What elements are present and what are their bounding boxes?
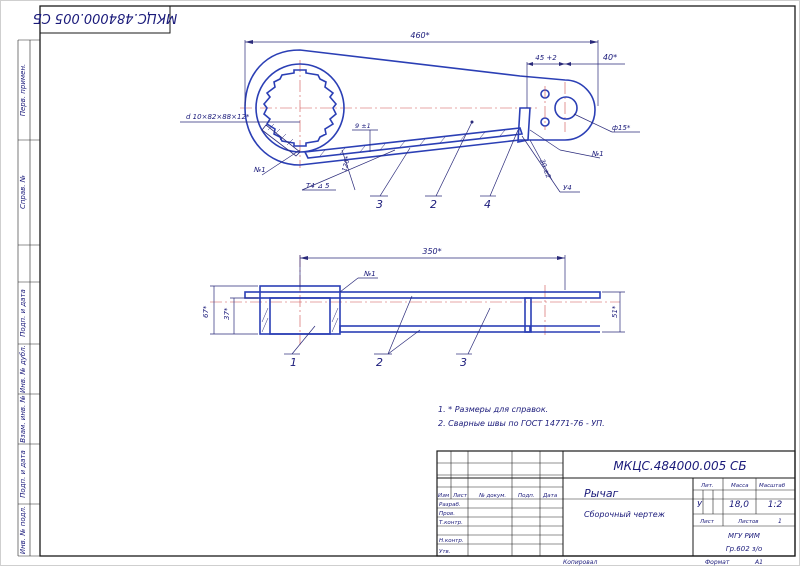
dim-9-text: 9 ±1 <box>355 122 371 130</box>
col-sign: Подп. <box>518 493 535 499</box>
dim-hole-text: ф15* <box>612 124 631 132</box>
dim-spline-text: d 10×82×88×12* <box>186 113 250 121</box>
callout-front-3: 3 <box>460 356 467 369</box>
dim-37-text: 37* <box>223 307 231 320</box>
lever-body-outline <box>244 49 596 166</box>
col-list: Лист <box>452 493 468 499</box>
note-1: 1. * Размеры для справок. <box>438 405 548 414</box>
hub-section-hatching <box>261 123 301 157</box>
title-doc-type: Сборочный чертеж <box>584 510 666 519</box>
lit-label: Лит. <box>700 483 714 489</box>
spline-bore <box>262 69 338 147</box>
callout-front-2: 2 <box>376 356 383 369</box>
footer-format-value: А1 <box>754 559 763 566</box>
strip-repl-inv: Взам. инв. № <box>19 395 27 443</box>
drawing-frame <box>39 5 796 557</box>
top-view: 460* 45 +2 40* d 10×82×88×12* ф15* 9 ±1 … <box>180 31 640 211</box>
col-doc: № докум. <box>478 493 506 499</box>
footer-copied: Копировал <box>563 559 597 566</box>
rib-front-part-3 <box>339 325 531 333</box>
sheets-value: 1 <box>778 518 782 525</box>
dim-126-text: 126* <box>340 155 352 173</box>
strip-ref-no: Справ. № <box>19 175 27 209</box>
title-block: МКЦС.484000.005 СБ Рычаг Сборочный черте… <box>436 450 796 557</box>
weld-label-t4: Т4 ⊿ 5 <box>306 182 330 190</box>
title-designation: МКЦС.484000.005 СБ <box>613 459 746 473</box>
callout-top-4: 4 <box>484 198 491 211</box>
row-ncontrol: Н.контр. <box>439 538 464 544</box>
title-name: Рычаг <box>584 487 619 500</box>
strip-dup-inv: Инв. № дубл. <box>19 345 27 393</box>
front-view: 350* 67* 37* 51* №1 1 2 3 <box>202 247 625 369</box>
dim-40-text: 40* <box>603 53 617 62</box>
rotated-code-block: МКЦС.484000.005 СБ <box>33 5 178 34</box>
callout-top-3: 3 <box>376 198 383 211</box>
org-name: МГУ РИМ <box>728 532 760 540</box>
dim-67-text: 67* <box>202 305 210 318</box>
hub-front-hatching <box>261 307 339 333</box>
technical-notes: 1. * Размеры для справок. 2. Сварные швы… <box>438 405 605 428</box>
mass-label: Масса <box>731 483 749 489</box>
row-tcontrol: Т.контр. <box>439 520 463 526</box>
row-check: Пров. <box>439 511 455 517</box>
weld-label-u4: У4 <box>563 184 572 192</box>
dim-460-text: 460* <box>410 31 429 40</box>
col-izm: Изм <box>438 493 449 499</box>
rib-part-3 <box>303 127 524 159</box>
rotated-code: МКЦС.484000.005 СБ <box>33 10 178 25</box>
mass-value: 18,0 <box>729 500 749 510</box>
end-hole-large <box>554 96 578 120</box>
col-date: Дата <box>542 493 558 499</box>
left-strip: Перв. примен. Справ. № Подп. и дата Инв.… <box>17 39 40 557</box>
plate-part-2 <box>244 291 601 299</box>
dim-51-text: 51* <box>611 305 619 318</box>
footer-format: Формат <box>705 559 730 566</box>
front-weld-label: №1 <box>363 270 376 278</box>
callout-top-2: 2 <box>430 198 437 211</box>
weld-label-right: №1 <box>591 150 604 158</box>
dim-45-text: 45 +2 <box>535 54 557 62</box>
sheet-label: Лист <box>699 519 715 525</box>
strip-sign-date-1: Подп. и дата <box>19 289 27 337</box>
scale-value: 1:2 <box>768 500 783 510</box>
strip-first-use: Перв. примен. <box>19 64 27 117</box>
weld-label-left: №1 <box>253 166 266 174</box>
dim-350-text: 350* <box>422 247 441 256</box>
callout-front-1: 1 <box>290 356 297 369</box>
lit-value: У <box>697 500 703 509</box>
scale-label: Масштаб <box>759 483 786 489</box>
group-name: Гр.602 з/о <box>726 545 763 553</box>
strip-orig-inv: Инв. № подл. <box>19 506 27 554</box>
note-2: 2. Сварные швы по ГОСТ 14771-76 - УП. <box>438 419 605 428</box>
rib-hatching <box>319 129 506 157</box>
sheets-label: Листов <box>737 519 759 525</box>
row-approve: Утв. <box>439 549 451 555</box>
strip-sign-date-2: Подп. и дата <box>19 450 27 498</box>
row-develop: Разраб. <box>439 502 461 508</box>
